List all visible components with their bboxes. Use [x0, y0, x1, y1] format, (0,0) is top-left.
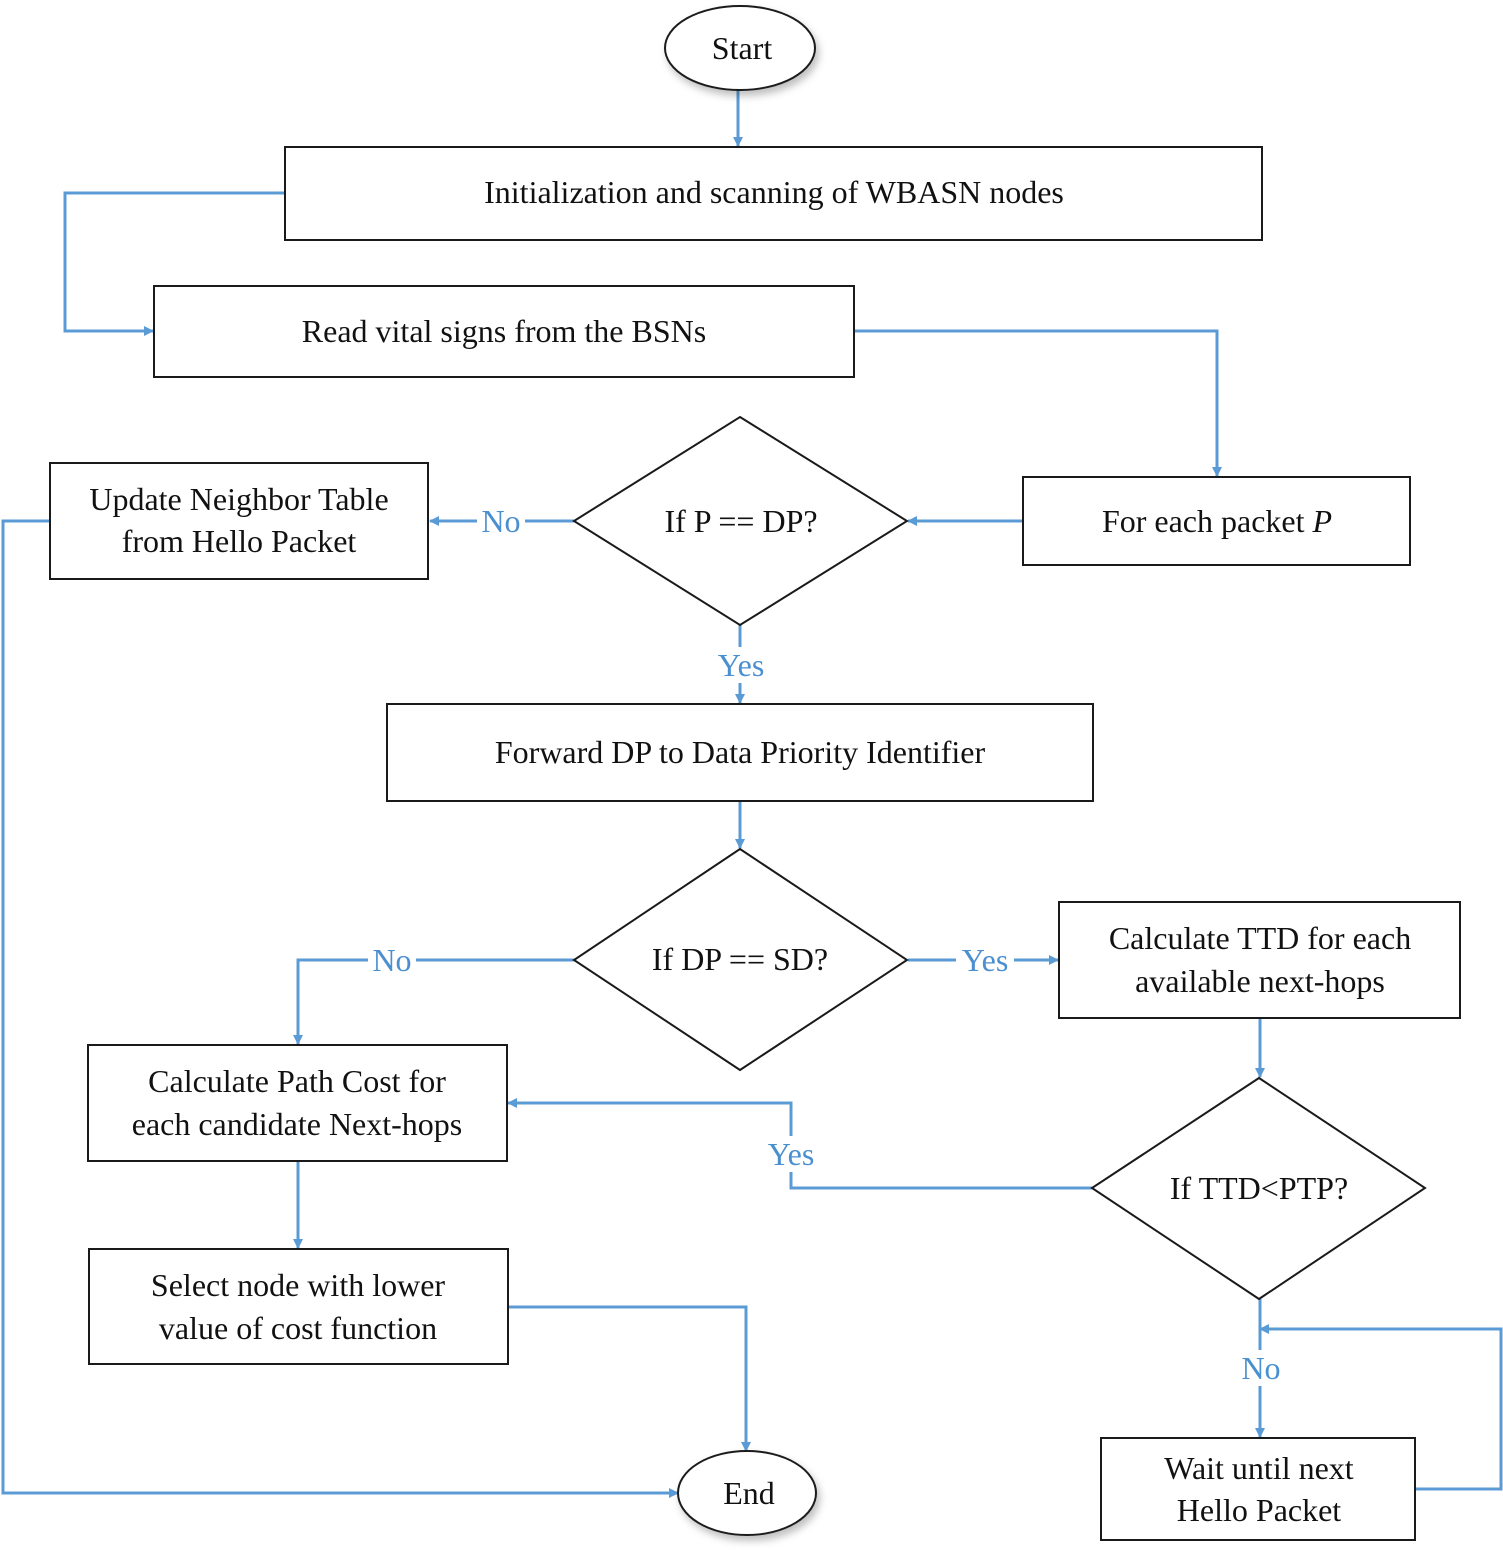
if-ptp-label: If TTD<PTP?	[1170, 1170, 1348, 1206]
edge-select-to-end	[508, 1305, 751, 1452]
node-wait: Wait until next Hello Packet	[1100, 1437, 1416, 1541]
if-dp-no-label: No	[481, 503, 520, 539]
if-sd-label: If DP == SD?	[652, 941, 828, 977]
decision-if-dp: If P == DP?	[572, 415, 909, 627]
node-end: End	[677, 1450, 817, 1536]
edge-if-sd-no-to-path	[293, 958, 574, 1045]
decision-if-sd: If DP == SD?	[572, 847, 909, 1072]
end-label: End	[723, 1475, 775, 1511]
edge-labels: No Yes No Yes Yes No	[368, 503, 1285, 1386]
node-read: Read vital signs from the BSNs	[153, 285, 855, 378]
forward-label: Forward DP to Data Priority Identifier	[495, 734, 986, 770]
if-sd-yes-label: Yes	[962, 942, 1009, 978]
if-ptp-yes-label: Yes	[768, 1136, 815, 1172]
if-dp-yes-label: Yes	[718, 647, 765, 683]
edge-wait-loop-back	[1259, 1324, 1503, 1491]
edge-init-to-read	[63, 191, 285, 336]
node-init: Initialization and scanning of WBASN nod…	[284, 146, 1263, 241]
path-label-line2: each candidate Next-hops	[132, 1106, 463, 1142]
node-calc-path-cost: Calculate Path Cost for each candidate N…	[87, 1044, 508, 1162]
node-select-node: Select node with lower value of cost fun…	[88, 1248, 509, 1365]
wait-label-line1: Wait until next	[1164, 1450, 1354, 1486]
node-update-neighbor: Update Neighbor Table from Hello Packet	[49, 462, 429, 580]
ttd-label-line1: Calculate TTD for each	[1109, 920, 1411, 956]
node-foreach: For each packet P	[1022, 476, 1411, 566]
node-start: Start	[664, 5, 816, 91]
node-calc-ttd: Calculate TTD for each available next-ho…	[1058, 901, 1461, 1019]
update-label-line2: from Hello Packet	[122, 523, 357, 559]
select-label-line1: Select node with lower	[151, 1267, 445, 1303]
node-forward: Forward DP to Data Priority Identifier	[386, 703, 1094, 802]
edge-update-to-end	[1, 519, 679, 1498]
edge-read-to-foreach	[855, 329, 1222, 477]
update-label-line1: Update Neighbor Table	[89, 481, 388, 517]
if-dp-label: If P == DP?	[664, 503, 817, 539]
decision-if-ptp: If TTD<PTP?	[1090, 1076, 1427, 1301]
start-label: Start	[712, 30, 773, 66]
if-sd-no-label: No	[372, 942, 411, 978]
wait-label-line2: Hello Packet	[1177, 1492, 1342, 1528]
select-label-line2: value of cost function	[159, 1310, 437, 1346]
path-label-line1: Calculate Path Cost for	[148, 1063, 446, 1099]
foreach-prefix: For each packet	[1102, 503, 1313, 539]
if-ptp-no-label: No	[1241, 1350, 1280, 1386]
foreach-var: P	[1312, 503, 1333, 539]
ttd-label-line2: available next-hops	[1135, 963, 1385, 999]
init-label: Initialization and scanning of WBASN nod…	[484, 174, 1064, 210]
read-label: Read vital signs from the BSNs	[302, 313, 706, 349]
foreach-label: For each packet P	[1102, 503, 1332, 539]
